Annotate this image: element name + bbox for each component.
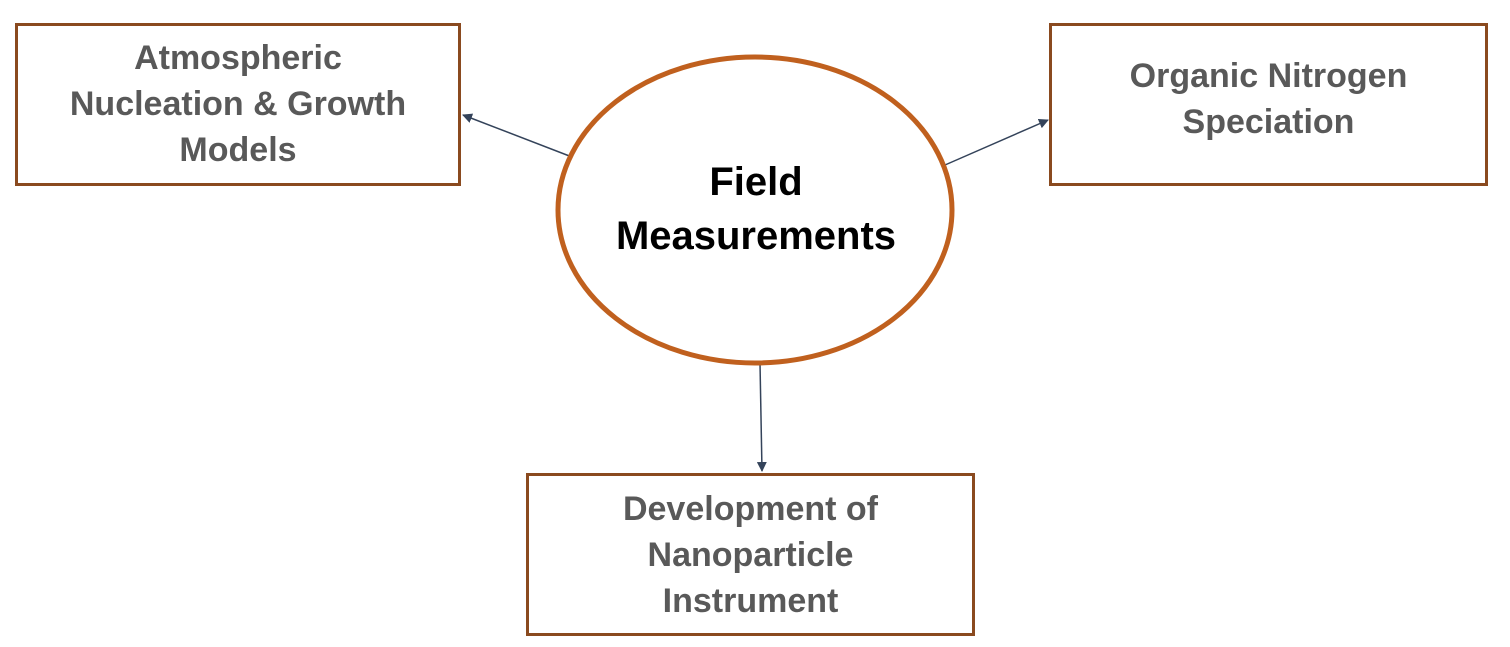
arrow-to-left-node [462,113,573,158]
node-label-bottom: Development of Nanoparticle Instrument [622,489,879,620]
node-box-bottom: Development of Nanoparticle Instrument [526,473,975,636]
arrow-to-bottom-node [756,362,767,472]
arrow-to-right-node [944,119,1049,166]
center-ellipse [555,54,955,366]
node-box-right: Organic Nitrogen Speciation [1049,23,1488,186]
node-label-left: Atmospheric Nucleation & Growth Models [69,38,407,169]
node-box-left: Atmospheric Nucleation & Growth Models [15,23,461,186]
center-node-label: Field Measurements [615,160,897,258]
node-label-right: Organic Nitrogen Speciation [1129,56,1408,141]
